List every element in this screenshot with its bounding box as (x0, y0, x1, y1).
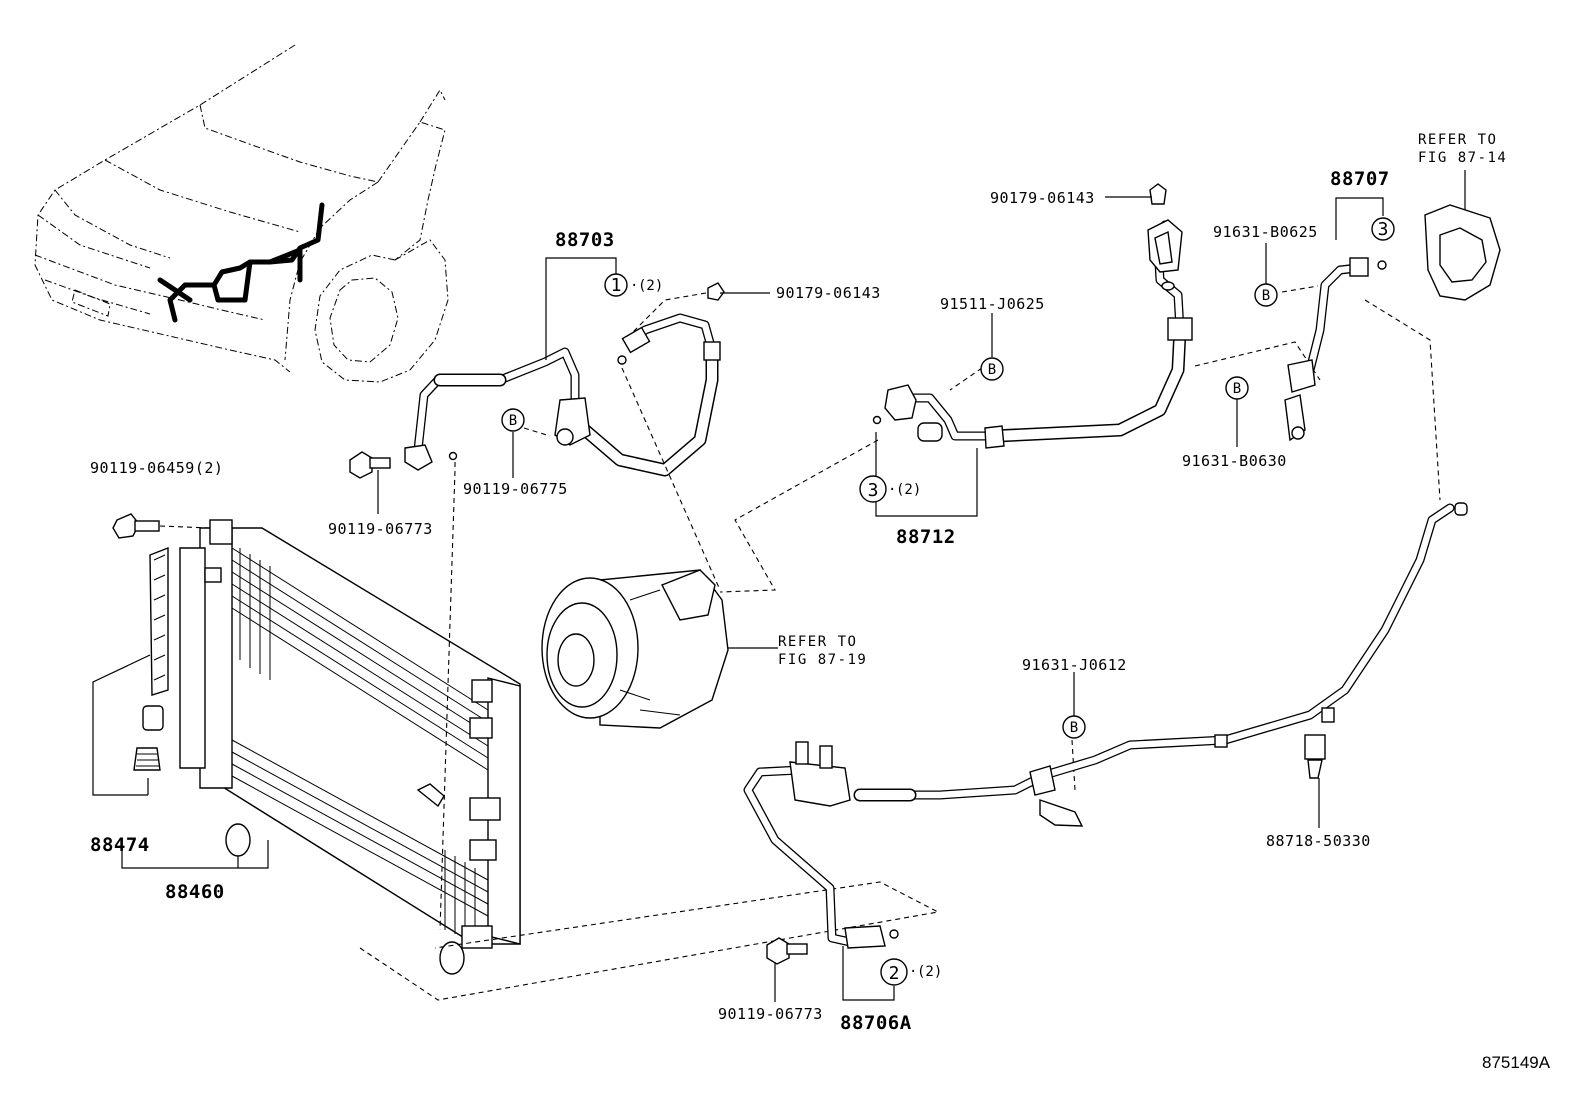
svg-text:B: B (1233, 381, 1241, 397)
callout-3-88707: 3 (1371, 217, 1395, 241)
bolt-90119-06459 (112, 513, 211, 539)
bracket-88706A (842, 946, 895, 1001)
label-90119-06773-b: 90119-06773 (718, 1005, 823, 1023)
marker-b-91631-J0612: B (1062, 715, 1086, 739)
label-88703: 88703 (555, 229, 615, 251)
label-91631-B0630: 91631-B0630 (1182, 452, 1287, 470)
figure-id: 875149A (1482, 1053, 1551, 1072)
bracket-88712 (875, 432, 978, 517)
ref-87-14-line1: REFER TO (1418, 132, 1497, 148)
label-88460: 88460 (165, 881, 225, 903)
svg-text:(2): (2) (896, 482, 921, 498)
dashed-connections (359, 285, 1441, 1001)
label-90179-06143-a: 90179-06143 (776, 284, 881, 302)
svg-text:2: 2 (889, 963, 900, 984)
marker-b-91631-B0625: B (1254, 283, 1278, 307)
bracket-88460 (121, 840, 269, 869)
svg-text:(2): (2) (917, 964, 942, 980)
callout-2-88706A: 2 · (2) (880, 958, 942, 986)
hose-88707 (1284, 257, 1387, 442)
marker-b-91511-J0625: B (980, 357, 1004, 381)
label-88474: 88474 (90, 834, 150, 856)
svg-text:B: B (1262, 288, 1270, 304)
svg-text:B: B (988, 362, 996, 378)
svg-text:(2): (2) (638, 278, 663, 294)
callout-3-88712: 3 · (2) (859, 475, 921, 503)
bracket-88707 (1335, 197, 1384, 240)
svg-text:3: 3 (1378, 219, 1389, 240)
hose-88703 (404, 282, 725, 477)
svg-text:·: · (888, 482, 896, 498)
ref-87-19-line1: REFER TO (778, 634, 857, 650)
hose-88712 (872, 183, 1193, 449)
label-88707: 88707 (1330, 168, 1390, 190)
label-91631-J0612: 91631-J0612 (1022, 656, 1127, 674)
label-90119-06773-a: 90119-06773 (328, 520, 433, 538)
callout-1: 1 · (2) (604, 273, 663, 297)
vehicle-outline (34, 44, 449, 383)
compressor (541, 569, 778, 729)
label-88706A: 88706A (840, 1012, 912, 1034)
label-88712: 88712 (896, 526, 956, 548)
ref-87-14-line2: FIG 87-14 (1418, 150, 1507, 166)
svg-text:B: B (1070, 720, 1078, 736)
svg-text:·: · (630, 278, 638, 294)
label-88718-50330: 88718-50330 (1266, 832, 1371, 850)
bracket-88474 (92, 654, 151, 796)
svg-text:·: · (909, 964, 917, 980)
marker-b-91631-B0630: B (1225, 376, 1249, 400)
svg-text:B: B (509, 413, 517, 429)
label-90179-06143-b: 90179-06143 (990, 189, 1095, 207)
gasket-ring (1424, 170, 1501, 301)
label-90119-06459: 90119-06459(2) (90, 459, 223, 477)
condenser-88460 (179, 519, 521, 975)
svg-text:3: 3 (868, 480, 879, 501)
liquid-line (743, 502, 1468, 949)
label-91511-J0625: 91511-J0625 (940, 295, 1045, 313)
svg-text:1: 1 (611, 275, 622, 296)
bolt-90119-06773-lower (766, 937, 808, 1002)
label-90119-06775: 90119-06775 (463, 480, 568, 498)
bolt-90119-06773-upper (349, 451, 391, 479)
label-91631-B0625: 91631-B0625 (1213, 223, 1318, 241)
cushion-88474 (133, 546, 169, 771)
ref-87-19-line2: FIG 87-19 (778, 652, 867, 668)
marker-b-90119-06775: B (501, 408, 551, 437)
bracket-88703 (545, 257, 617, 360)
